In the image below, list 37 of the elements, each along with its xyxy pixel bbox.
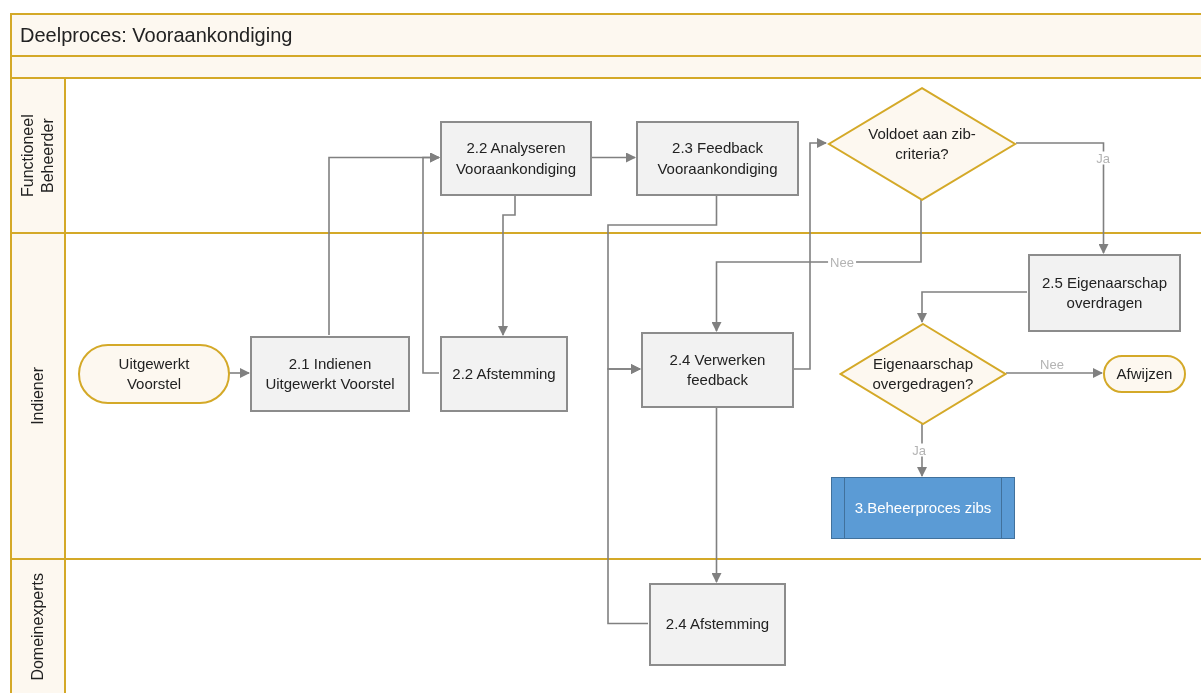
process-box: 2.4 Verwerken feedback	[641, 332, 794, 408]
decision-label: Voldoet aan zib-criteria?	[867, 123, 977, 164]
edge-label: Nee	[828, 255, 856, 269]
decision-label: Eigenaarschap overgedragen?	[871, 353, 975, 394]
arrow	[917, 423, 927, 477]
process-box: 2.1 Indienen Uitgewerkt Voorstel	[250, 336, 410, 412]
lane-header: Functioneel Beheerder	[12, 79, 66, 232]
process-box: 2.4 Afstemming	[649, 583, 786, 666]
swimlane	[10, 77, 1201, 232]
arrow	[498, 194, 516, 336]
title-bar: Deelproces: Vooraankondiging	[10, 13, 1201, 55]
edge-label: Ja	[910, 443, 928, 457]
arrow	[228, 368, 250, 378]
arrow	[711, 406, 722, 583]
arrow	[422, 152, 440, 374]
swimlane	[10, 558, 1201, 693]
lane-header: Domeinexperts	[12, 560, 66, 693]
arrow	[917, 291, 1028, 323]
terminal-shape: Uitgewerkt Voorstel	[78, 344, 230, 404]
arrow	[711, 199, 922, 332]
arrow	[607, 364, 649, 625]
process-box: 2.3 Feedback Vooraankondiging	[636, 121, 799, 196]
process-box: 2.2 Afstemming	[440, 336, 568, 412]
edge-label: Nee	[1038, 357, 1066, 371]
subprocess-box: 3.Beheerproces zibs	[831, 477, 1015, 539]
decision-diamond	[839, 323, 1007, 425]
swimlane	[10, 232, 1201, 558]
arrow	[1015, 142, 1109, 254]
terminal-shape: Afwijzen	[1103, 355, 1186, 393]
arrow	[590, 152, 636, 163]
arrow	[1005, 368, 1103, 378]
process-box: 2.2 Analyseren Vooraankondiging	[440, 121, 592, 196]
edge-label: Ja	[1094, 151, 1112, 165]
decision-diamond	[827, 87, 1017, 201]
process-box: 2.5 Eigenaarschap overdragen	[1028, 254, 1181, 332]
arrow	[792, 138, 827, 370]
lane-header: Indiener	[12, 234, 66, 558]
